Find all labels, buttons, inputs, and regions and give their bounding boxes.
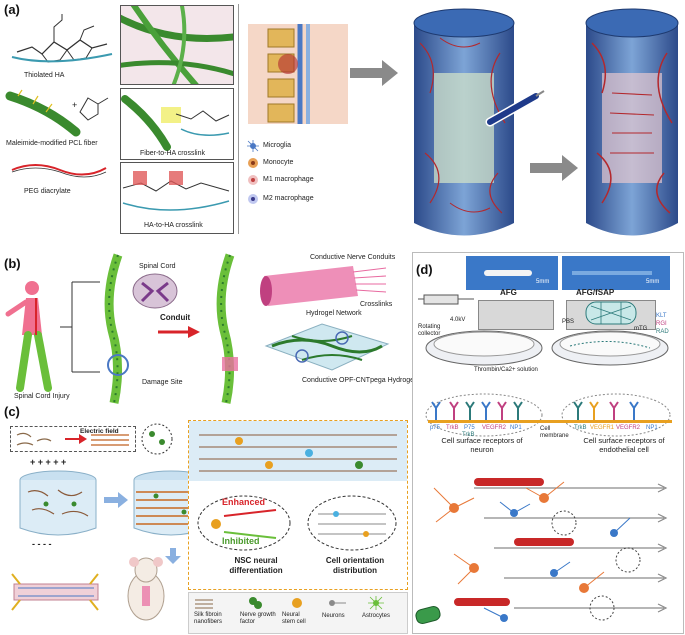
legend-nsc: Neural stem cell — [282, 612, 314, 626]
thrombin-label: Thrombin/Ca2+ solution — [474, 366, 538, 374]
receptor-vegfr1: VEGFR1 — [590, 424, 614, 432]
legend-neurons: Neurons — [322, 612, 345, 620]
damage-site-label: Damage Site — [142, 379, 182, 387]
m2-macrophage-icon — [247, 193, 259, 205]
receptor-np1-1: NP1 — [510, 424, 522, 432]
conduit-arrow-icon — [158, 325, 202, 339]
legend-m1: M1 macrophage — [263, 176, 314, 184]
syringe-pump-icon — [418, 290, 478, 310]
voltage-label: 4.0kV — [450, 316, 465, 324]
inhibited-label: Inhibited — [222, 537, 260, 545]
astrocyte-icon — [368, 596, 384, 610]
arrow-right-icon — [350, 60, 400, 86]
legend-microglia: Microglia — [263, 142, 291, 150]
receptor-trkb-3: TrkB — [574, 424, 586, 432]
panel-d-tag: (d) — [416, 262, 433, 277]
thiolated-ha-label: Thiolated HA — [24, 72, 64, 80]
pcl-fiber-graphic — [8, 88, 118, 138]
receptor-np1-2: NP1 — [646, 424, 658, 432]
orientation-bubble — [306, 494, 398, 552]
receptor-icons — [430, 400, 672, 422]
receptor-vegfr2-1: VEGFR2 — [482, 424, 506, 432]
spinal-cord-cross-section — [132, 273, 178, 309]
neuron-icon — [326, 596, 346, 610]
regenerated-cord-cylinder — [582, 3, 682, 243]
implant-tube-graphic — [8, 560, 104, 620]
nerve-conduits-label: Conductive Nerve Conduits — [310, 254, 395, 262]
membrane-label: Cell membrane — [540, 426, 570, 440]
conduit-label: Conduit — [160, 314, 190, 322]
afg-photo: 5mm — [466, 256, 558, 290]
legend-silk: Silk fibroin nanofibers — [194, 612, 234, 626]
receptor-vegfr2-2: VEGFR2 — [616, 424, 640, 432]
receptor-p75: p75 — [430, 424, 440, 432]
panel-b-tag: (b) — [4, 256, 21, 271]
peg-diacrylate-graphic — [10, 158, 110, 182]
peg-label: PEG diacrylate — [24, 188, 71, 196]
electric-field-label: Electric field — [80, 428, 119, 436]
spinal-injury-section — [248, 24, 348, 124]
syringe-icon — [486, 88, 546, 128]
orientation-label: Cell orientation distribution — [310, 556, 400, 576]
pbs-dish — [550, 326, 670, 370]
injury-label: Spinal Cord Injury — [14, 393, 70, 401]
ha-to-ha-label: HA-to-HA crosslink — [144, 222, 203, 230]
spinal-cord-label: Spinal Cord — [139, 263, 176, 271]
legend-monocyte: Monocyte — [263, 159, 293, 167]
thrombin-dish — [424, 326, 544, 370]
neural-vascular-illustration — [414, 458, 680, 630]
enhanced-label: Enhanced — [222, 498, 265, 506]
hydrogel-network-graphic — [262, 316, 392, 374]
human-figure-icon — [8, 280, 58, 390]
klt-label: KLT — [656, 312, 667, 320]
pbs-label: PBS — [562, 318, 574, 326]
panel-a-frame — [238, 4, 239, 234]
opf-label: Conductive OPF-CNTpega Hydrogel — [302, 377, 416, 385]
legend-ngf: Nerve growth factor — [240, 612, 276, 626]
arrow-right-c-icon — [104, 492, 128, 508]
thiolated-ha-structure — [12, 12, 122, 72]
legend-m2: M2 macrophage — [263, 195, 314, 203]
plus-sign: + — [72, 101, 77, 109]
neuron-receptors-label: Cell surface receptors of neuron — [436, 436, 528, 454]
silk-fibroin-icon — [194, 597, 214, 609]
afg-fsap-label: AFG/fSAP — [576, 289, 614, 297]
arrow-right-lower-icon — [530, 155, 580, 181]
legend-astrocytes: Astrocytes — [362, 612, 390, 620]
afg-fsap-photo: 5mm — [562, 256, 670, 290]
spine-column-right — [210, 255, 250, 405]
panel-c-tag: (c) — [4, 404, 20, 419]
fiber-to-ha-label: Fiber-to-HA crosslink — [140, 150, 205, 158]
plus-charges: + + + + + — [30, 458, 66, 466]
random-fiber-cylinder — [18, 470, 98, 540]
scale-label-1: 5mm — [536, 278, 549, 286]
afg-fsap-mesh — [586, 300, 636, 326]
crosslinks-label: Crosslinks — [360, 301, 392, 309]
nsc-label: NSC neural differentiation — [212, 556, 300, 576]
nerve-growth-factor-icon — [248, 596, 262, 610]
minus-charges: - - - - — [32, 540, 52, 548]
endo-receptors-label: Cell surface receptors of endothelial ce… — [574, 436, 674, 454]
neural-stem-cell-icon — [290, 596, 304, 610]
monocyte-icon — [247, 157, 259, 169]
nerve-growth-bubble — [140, 422, 174, 456]
scale-label-2: 5mm — [646, 278, 659, 286]
pcl-fiber-label: Maleimide-modified PCL fiber — [6, 140, 98, 148]
fiber-micrograph — [120, 5, 234, 85]
microglia-icon — [247, 140, 259, 152]
afg-label: AFG — [500, 289, 517, 297]
mouse-icon — [112, 556, 182, 628]
m1-macrophage-icon — [247, 174, 259, 186]
receptor-trkb-1: TrkB — [446, 424, 458, 432]
